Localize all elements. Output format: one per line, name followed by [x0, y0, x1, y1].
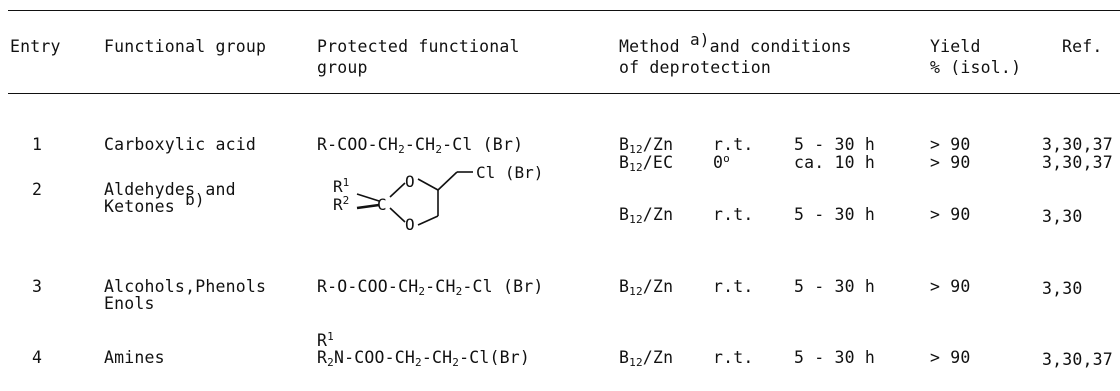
- row1-method2-time: ca. 10 h: [794, 153, 876, 172]
- header-method-note: a): [689, 30, 710, 49]
- row4-method-reagent: B12/Zn: [619, 348, 674, 369]
- row3-method-time: 5 - 30 h: [794, 277, 876, 296]
- header-ref: Ref.: [1062, 37, 1103, 56]
- row3-protected: R-O-COO-CH2-CH2-Cl (Br): [317, 277, 544, 298]
- row4-group: Amines: [104, 348, 165, 367]
- row1-method1-reagent: B12/Zn: [619, 135, 674, 156]
- dioxolane-bond-otop-ch: [417, 178, 439, 191]
- row1-method2-temp: 0o: [713, 152, 730, 172]
- row2-method-time: 5 - 30 h: [794, 205, 876, 224]
- dioxolane-r1-label: R1: [333, 176, 349, 196]
- row1-method1-time: 5 - 30 h: [794, 135, 876, 154]
- header-method-conditions: and conditions: [709, 37, 852, 56]
- row2-group-line1: Aldehydes and: [104, 180, 236, 199]
- row2-method-ref: 3,30: [1042, 207, 1083, 226]
- table-header-rule: [8, 93, 1120, 94]
- dioxolane-o-bottom-label: O: [405, 215, 415, 234]
- dioxolane-substituent-label: Cl (Br): [476, 163, 543, 182]
- header-protected-line2: group: [317, 58, 368, 77]
- row1-group: Carboxylic acid: [104, 135, 257, 154]
- dioxolane-c-label: C: [377, 195, 387, 214]
- header-entry: Entry: [10, 37, 61, 56]
- dioxolane-bond-ch-substituent: [437, 171, 458, 191]
- header-yield-line2: % (isol.): [930, 58, 1022, 77]
- row3-method-reagent: B12/Zn: [619, 277, 674, 298]
- row2-group-note: b): [185, 190, 205, 209]
- header-protected-line1: Protected functional: [317, 37, 520, 56]
- row4-protected-r1: R1: [317, 330, 334, 350]
- row3-method-ref: 3,30: [1042, 279, 1083, 298]
- row3-method-temp: r.t.: [713, 277, 754, 296]
- row3-entry: 3: [32, 277, 43, 296]
- header-method-word: Method: [619, 37, 680, 56]
- header-method-line2: of deprotection: [619, 58, 772, 77]
- row4-protected: R2N-COO-CH2-CH2-Cl(Br): [317, 348, 531, 369]
- dioxolane-bond-c-obottom: [389, 207, 406, 223]
- dioxolane-structure: R1 R2 C O O Cl (Br): [333, 163, 543, 234]
- row1-protected: R-COO-CH2-CH2-Cl (Br): [317, 135, 524, 156]
- row2-method-temp: r.t.: [713, 205, 754, 224]
- row1-method2-ref: 3,30,37: [1042, 153, 1113, 172]
- row4-method-yield: > 90: [930, 348, 971, 367]
- dioxolane-bond-r1-c: [356, 193, 380, 202]
- row4-entry: 4: [32, 348, 43, 367]
- row2-method-reagent: B12/Zn: [619, 205, 674, 226]
- row1-method1-yield: > 90: [930, 135, 971, 154]
- row1-entry: 1: [32, 135, 43, 154]
- row3-group-line1: Alcohols,Phenols: [104, 277, 267, 296]
- dioxolane-r2-label: R2: [333, 194, 349, 214]
- row4-method-time: 5 - 30 h: [794, 348, 876, 367]
- row1-method1-ref: 3,30,37: [1042, 135, 1113, 154]
- row1-method1-temp: r.t.: [713, 135, 754, 154]
- dioxolane-bond-r2-c: [356, 203, 380, 210]
- dioxolane-bond-ch2-obottom: [417, 215, 439, 226]
- dioxolane-bond-c-otop: [389, 182, 406, 198]
- row1-method2-yield: > 90: [930, 153, 971, 172]
- row2-group-line2: Ketones b): [104, 190, 205, 217]
- dioxolane-o-top-label: O: [405, 172, 415, 191]
- row2-method-yield: > 90: [930, 205, 971, 224]
- header-yield-line1: Yield: [930, 37, 981, 56]
- row3-group-line2: Enols: [104, 294, 155, 313]
- row1-method2-reagent: B12/EC: [619, 153, 674, 174]
- table-top-rule: [8, 10, 1120, 11]
- row4-method-ref: 3,30,37: [1042, 350, 1113, 369]
- row3-method-yield: > 90: [930, 277, 971, 296]
- header-functional-group: Functional group: [104, 37, 267, 56]
- row4-method-temp: r.t.: [713, 348, 754, 367]
- row2-entry: 2: [32, 180, 43, 199]
- header-method-line1: Method a)and conditions: [619, 32, 852, 57]
